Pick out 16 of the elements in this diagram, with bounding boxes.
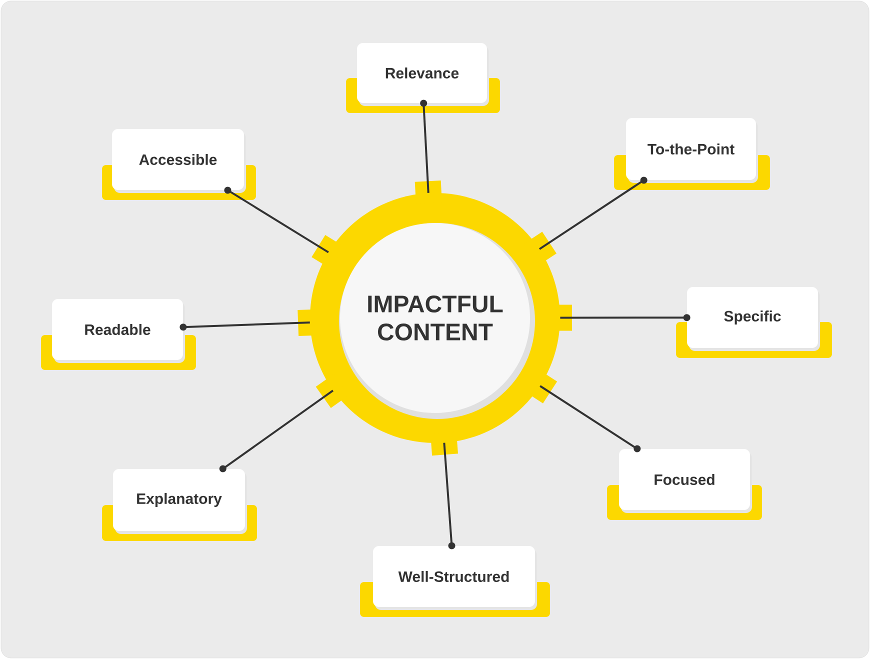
connector-line <box>560 314 690 322</box>
connector-line <box>540 385 641 452</box>
connector-line <box>180 322 310 331</box>
connector-line <box>420 100 430 194</box>
label-card: Readable <box>41 299 196 370</box>
label-card: To-the-Point <box>614 118 770 190</box>
connector-line <box>538 176 648 250</box>
label-card: Specific <box>676 287 832 358</box>
label-card: Well-Structured <box>360 546 550 617</box>
label-card: Focused <box>607 449 762 520</box>
label-card: Explanatory <box>102 469 257 541</box>
connector-line <box>224 186 329 254</box>
connector-line <box>219 390 334 472</box>
label-card: Relevance <box>346 43 500 113</box>
connector-line <box>443 442 456 550</box>
label-card: Accessible <box>102 129 256 200</box>
